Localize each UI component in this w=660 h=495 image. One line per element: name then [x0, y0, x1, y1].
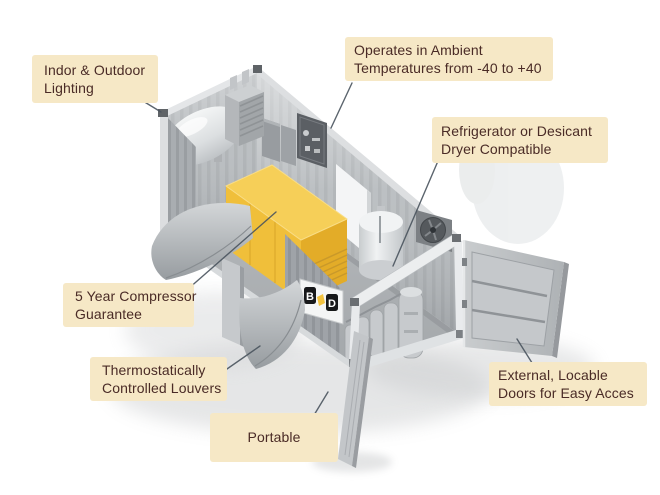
callout-compressor-guarantee: 5 Year Compressor Guarantee	[63, 283, 197, 327]
callout-text: Refrigerator or Desicant	[441, 122, 593, 139]
callout-text: Controlled Louvers	[102, 380, 222, 396]
callout-text: Operates in Ambient	[354, 41, 483, 58]
container-door-open-right	[462, 240, 569, 358]
logo-plaque: B D	[299, 278, 344, 325]
corner-fitting	[452, 234, 461, 242]
callout-text: Thermostatically	[102, 361, 206, 378]
callout-ambient-temperature: Operates in Ambient Temperatures from -4…	[345, 37, 553, 81]
leader-dryer	[392, 160, 439, 267]
leader-ambient	[330, 82, 353, 129]
logo-letter-left: B	[306, 291, 314, 303]
callout-text: Guarantee	[75, 306, 143, 322]
callout-dryer-compatible: Refrigerator or Desicant Dryer Compatibl…	[432, 117, 608, 163]
callout-lighting: Indor & Outdoor Lighting	[32, 55, 158, 103]
louver-scoop-upper	[151, 203, 253, 280]
callout-text: External, Locable	[498, 366, 608, 383]
louver-scoop-lower	[239, 280, 305, 369]
corner-fitting	[456, 330, 464, 338]
wall-cabinets	[262, 118, 296, 166]
callout-text: Doors for Easy Acces	[498, 385, 634, 401]
callout-portable: Portable	[210, 413, 338, 462]
corner-post	[160, 113, 168, 236]
end-frame	[349, 233, 464, 370]
louver-cabinet	[225, 69, 264, 146]
corner-fitting	[253, 65, 262, 73]
leader-guarantee	[187, 211, 277, 290]
callout-text: Portable	[247, 429, 301, 446]
corner-fitting	[350, 298, 359, 306]
container-door-open-front	[338, 331, 373, 468]
electrical-panel	[297, 113, 327, 168]
leader-doors	[516, 338, 535, 367]
callout-text: Temperatures from -40 to +40	[354, 60, 542, 76]
callout-controlled-louvers: Thermostatically Controlled Louvers	[90, 357, 227, 401]
callout-text: 5 Year Compressor	[75, 287, 197, 304]
corner-fitting	[158, 109, 168, 117]
callout-text: Indor & Outdoor	[44, 61, 146, 78]
callout-external-doors: External, Locable Doors for Easy Acces	[489, 362, 647, 406]
top-rail	[257, 66, 460, 242]
logo-letter-right: D	[328, 298, 336, 310]
callout-text: Lighting	[44, 80, 94, 96]
callout-text: Dryer Compatible	[441, 141, 552, 157]
